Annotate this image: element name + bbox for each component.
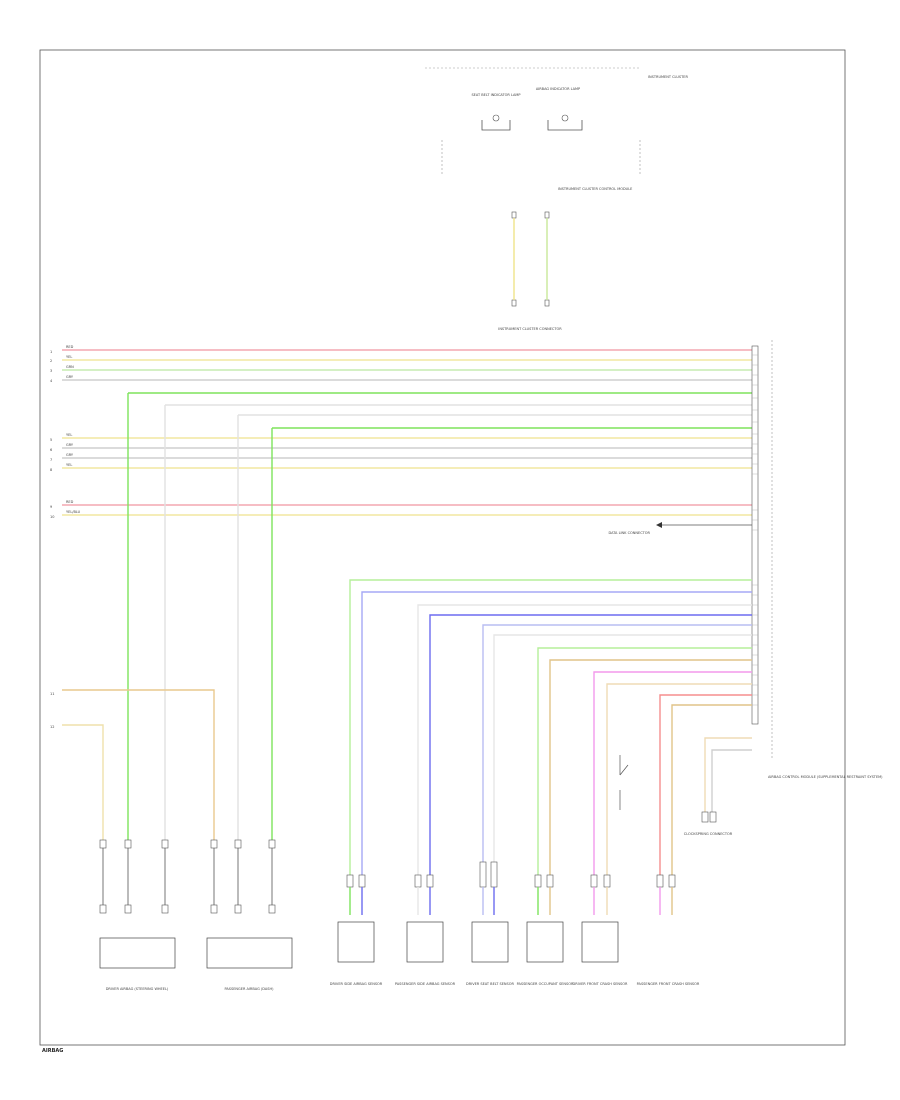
svg-text:GRY: GRY: [66, 375, 74, 379]
drv-belt-sensor-component: [471, 921, 509, 963]
svg-text:RED: RED: [66, 500, 74, 504]
seat-belt-lamp-icon: [481, 114, 511, 131]
seat-belt-lamp-label: SEAT BELT INDICATOR LAMP: [471, 93, 520, 97]
drv-front-sensor-component: [581, 921, 619, 963]
cluster-pin-right: [544, 211, 550, 219]
svg-text:GRY: GRY: [66, 453, 74, 457]
drv-side-sensor-label: DRIVER SIDE AIRBAG SENSOR: [330, 982, 383, 986]
airbag-module-label: AIRBAG CONTROL MODULE (SUPPLEMENTAL REST…: [768, 775, 883, 779]
diagram-border: [39, 49, 846, 1046]
driver-airbag-label: DRIVER AIRBAG (STEERING WHEEL): [106, 987, 169, 991]
passenger-airbag-component: [206, 937, 293, 969]
svg-text:8: 8: [50, 468, 52, 472]
svg-text:YEL: YEL: [66, 433, 72, 437]
svg-text:YEL: YEL: [66, 355, 72, 359]
sensor-wires: [349, 579, 752, 875]
svg-text:YEL: YEL: [66, 463, 72, 467]
cluster-control-module-label: INSTRUMENT CLUSTER CONTROL MODULE: [558, 187, 632, 191]
svg-text:2: 2: [50, 359, 52, 363]
cluster-pin-left: [511, 211, 517, 219]
pass-side-sensor-component: [406, 921, 444, 963]
cluster-pin-left-lower: [511, 299, 517, 307]
svg-text:5: 5: [50, 438, 52, 442]
airbag-module-pins: [751, 345, 759, 725]
left-wire-tags: RED YEL GRN GRY YEL GRY GRY YEL RED YEL/…: [66, 345, 81, 514]
pass-side-sensor-label: PASSENGER SIDE AIRBAG SENSOR: [395, 982, 456, 986]
seat-belt-switch-icon: [619, 755, 629, 810]
pass-occ-sensor-label: PASSENGER OCCUPANT SENSOR: [517, 982, 574, 986]
sensor-connectors: [346, 861, 676, 915]
passenger-airbag-wires: [237, 415, 273, 840]
clockspring-pin-left: [701, 811, 709, 823]
svg-text:6: 6: [50, 448, 52, 452]
svg-text:GRY: GRY: [66, 443, 74, 447]
svg-text:GRN: GRN: [66, 365, 74, 369]
airbag-lamp-label: AIRBAG INDICATOR LAMP: [536, 87, 580, 91]
clockspring-pin-right: [709, 811, 717, 823]
passenger-airbag-connector: [210, 839, 276, 914]
sensor-components: [337, 921, 619, 963]
svg-text:RED: RED: [66, 345, 74, 349]
data-link-arrow-icon: [656, 522, 662, 528]
driver-airbag-component: [99, 937, 176, 969]
svg-text:10: 10: [50, 515, 54, 519]
data-link-label: DATA LINK CONNECTOR: [608, 531, 650, 535]
driver-airbag-wires: [62, 393, 215, 840]
cluster-connector-label: INSTRUMENT CLUSTER CONNECTOR: [498, 327, 562, 331]
pass-occ-sensor-component: [526, 921, 564, 963]
svg-text:3: 3: [50, 369, 52, 373]
drv-front-sensor-label: DRIVER FRONT CRASH SENSOR: [573, 982, 629, 986]
diagram-footer: AIRBAG: [42, 1048, 63, 1054]
drv-side-sensor-component: [337, 921, 375, 963]
cluster-pin-right-lower: [544, 299, 550, 307]
passenger-airbag-label: PASSENGER AIRBAG (DASH): [224, 987, 274, 991]
svg-text:4: 4: [50, 379, 53, 383]
svg-text:11: 11: [50, 692, 54, 696]
svg-text:12: 12: [50, 725, 54, 729]
horizontal-harness: [62, 349, 752, 516]
clockspring-connector-label: CLOCKSPRING CONNECTOR: [684, 832, 733, 836]
svg-text:YEL/BLU: YEL/BLU: [66, 510, 81, 514]
svg-text:1: 1: [50, 350, 52, 354]
driver-airbag-connector: [99, 839, 169, 914]
airbag-lamp-icon: [547, 114, 583, 131]
svg-text:7: 7: [50, 458, 52, 462]
pass-front-sensor-label: PASSENGER FRONT CRASH SENSOR: [637, 982, 700, 986]
svg-text:9: 9: [50, 505, 52, 509]
left-pin-labels: 1 2 3 4 5 6 7 8 9 10 11 12: [50, 350, 54, 729]
drv-belt-sensor-label: DRIVER SEAT BELT SENSOR: [466, 982, 514, 986]
instrument-cluster-label: INSTRUMENT CLUSTER: [648, 75, 688, 79]
